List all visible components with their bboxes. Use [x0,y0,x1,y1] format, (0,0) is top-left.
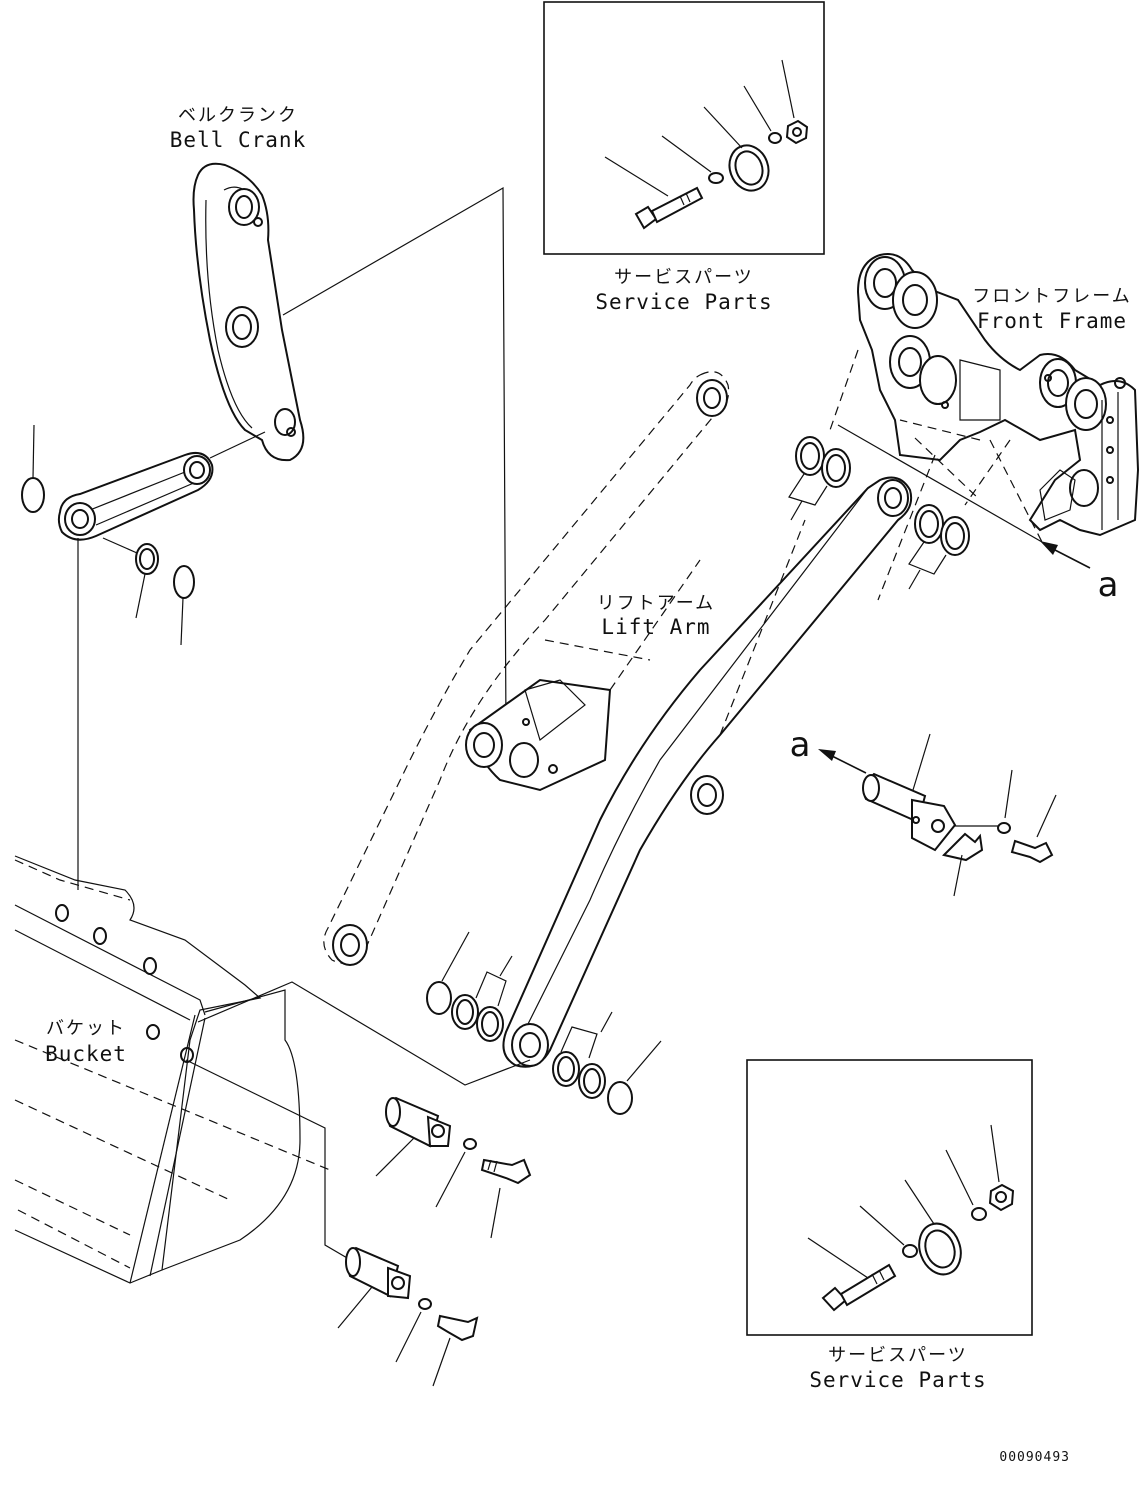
bucket-pin-upper [375,1096,532,1239]
front-frame-en-label: Front Frame [977,309,1127,333]
frame-pin-shims-upper [788,436,851,521]
service-parts-box-bottom [746,1059,1033,1336]
service-parts-box-top [543,1,825,255]
bucket-link [57,452,214,541]
liftarm-shims-left [426,931,513,1042]
link-to-crank-leader [209,431,266,459]
service-bolt-bottom [821,1263,897,1312]
bell-crank [192,162,305,462]
bucket-link-shim-left [21,477,45,513]
service-washer-top [708,172,724,184]
front-frame-pin-axis [837,424,1043,543]
bucket-pin-lower [337,1246,479,1387]
lift-arm-jp-label: リフトアーム [597,593,715,614]
service-parts-top-en-label: Service Parts [595,290,772,314]
bucket-en-label: Bucket [45,1042,127,1066]
liftarm-shims-right [552,1011,662,1115]
ref-label-a-left: a [790,725,811,765]
front-frame [856,253,1140,537]
service-parts-bottom-jp-label: サービスパーツ [828,1345,968,1366]
service-parts-top-jp-label: サービスパーツ [614,267,754,288]
service-parts-bottom-en-label: Service Parts [809,1368,986,1392]
service-nut-top [785,119,809,145]
service-snap-ring-bottom [918,1222,962,1276]
bucket-pin-leader [185,1059,355,1263]
lift-arm-en-label: Lift Arm [601,615,710,639]
liftarm-to-bucket-leader [197,981,531,1086]
service-lockwasher-top [768,132,782,144]
crank-to-liftarm-leader [282,186,507,731]
document-number: 00090493 [999,1450,1070,1465]
bucket-link-shim-right [173,565,195,599]
bucket [14,855,331,1284]
bell-crank-jp-label: ベルクランク [178,105,298,126]
ref-arrow-left [818,749,867,774]
lift-arm [323,371,913,1068]
service-nut-bottom [988,1183,1015,1212]
frame-pin-shims-lower [908,504,970,590]
service-lockwasher-bottom [971,1207,987,1221]
bucket-jp-label: バケット [46,1018,126,1039]
service-snap-ring-top [728,144,770,192]
ref-label-a-right: a [1098,565,1119,605]
front-frame-jp-label: フロントフレーム [972,286,1131,307]
ref-arrow-right [1040,541,1091,569]
front-frame-pin-centerlines [829,349,1011,601]
bell-crank-en-label: Bell Crank [170,128,306,152]
front-frame-pin-assembly [862,733,1057,897]
service-washer-bottom [902,1244,918,1258]
service-bolt-top [634,186,704,230]
